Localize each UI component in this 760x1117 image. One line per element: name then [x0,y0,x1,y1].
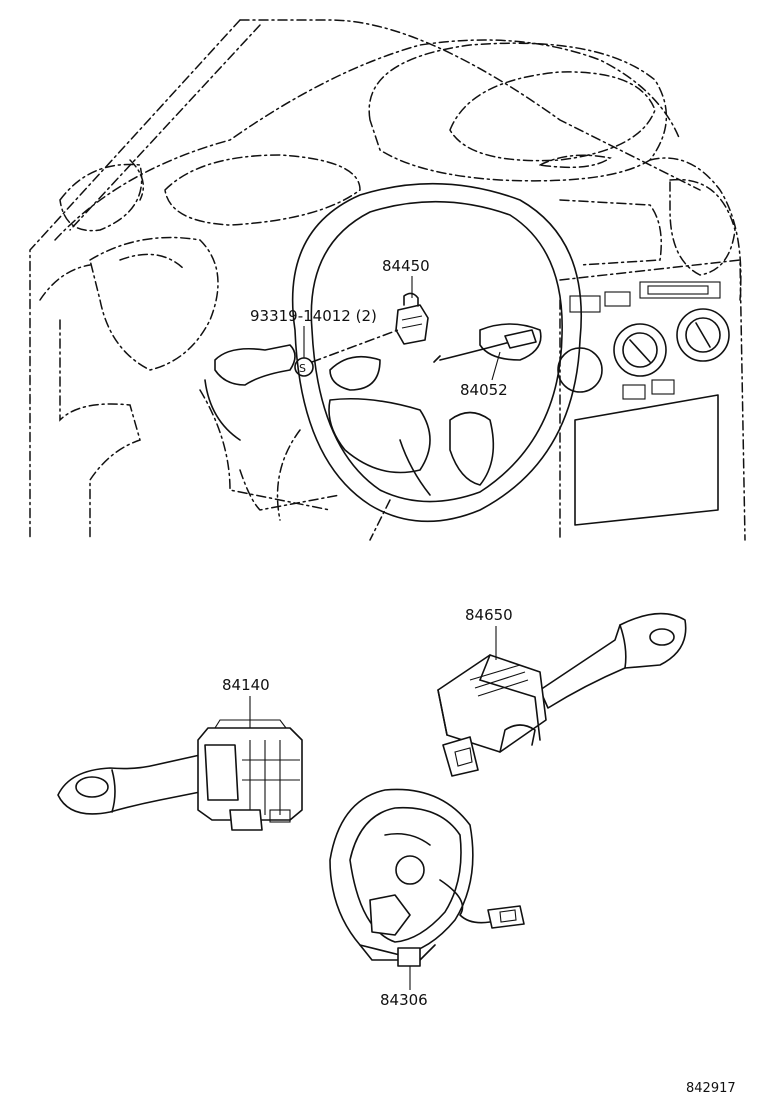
dashboard-outline [29,19,746,541]
part-number-horn-wire: 84052 [460,381,508,399]
part-number-spiral-cable: 84306 [380,991,428,1009]
part-number-wiper-switch: 84140 [222,676,270,694]
screw-symbol: S [299,362,306,375]
part-number-screw: 93319-14012 (2) [250,307,377,325]
figure-number: 842917 [686,1081,736,1096]
spiral-cable-assembly [329,788,525,967]
leader-horn-wire [491,351,501,381]
steering-wheel [204,182,583,523]
light-switch-assembly [437,612,687,777]
part-number-light-switch: 84650 [465,606,513,624]
part-number-airbag-sensor: 84450 [382,257,430,275]
wiper-switch-assembly [57,719,303,831]
center-console [557,281,730,526]
